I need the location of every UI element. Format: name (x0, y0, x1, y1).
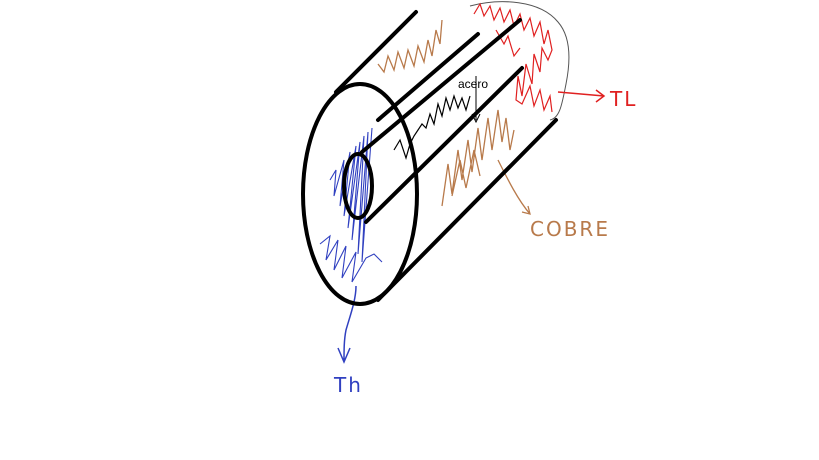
outer-ring (301, 82, 419, 306)
red-scribble (473, 2, 553, 113)
hot-zone-outline (469, 1, 570, 121)
blue-scribble (319, 127, 383, 283)
copper-scribble-bottom (441, 109, 515, 207)
cobre-label: COBRE (530, 217, 610, 241)
inner-ring (342, 152, 374, 220)
tl-label: TL (609, 87, 637, 111)
th-arrow (337, 285, 357, 364)
copper-scribble-top (377, 19, 443, 74)
tl-arrow (557, 89, 606, 103)
pipe-body-lines (334, 10, 558, 302)
th-label: Th (333, 373, 363, 397)
acero-label: acero (458, 77, 488, 91)
cobre-leader (497, 159, 531, 215)
